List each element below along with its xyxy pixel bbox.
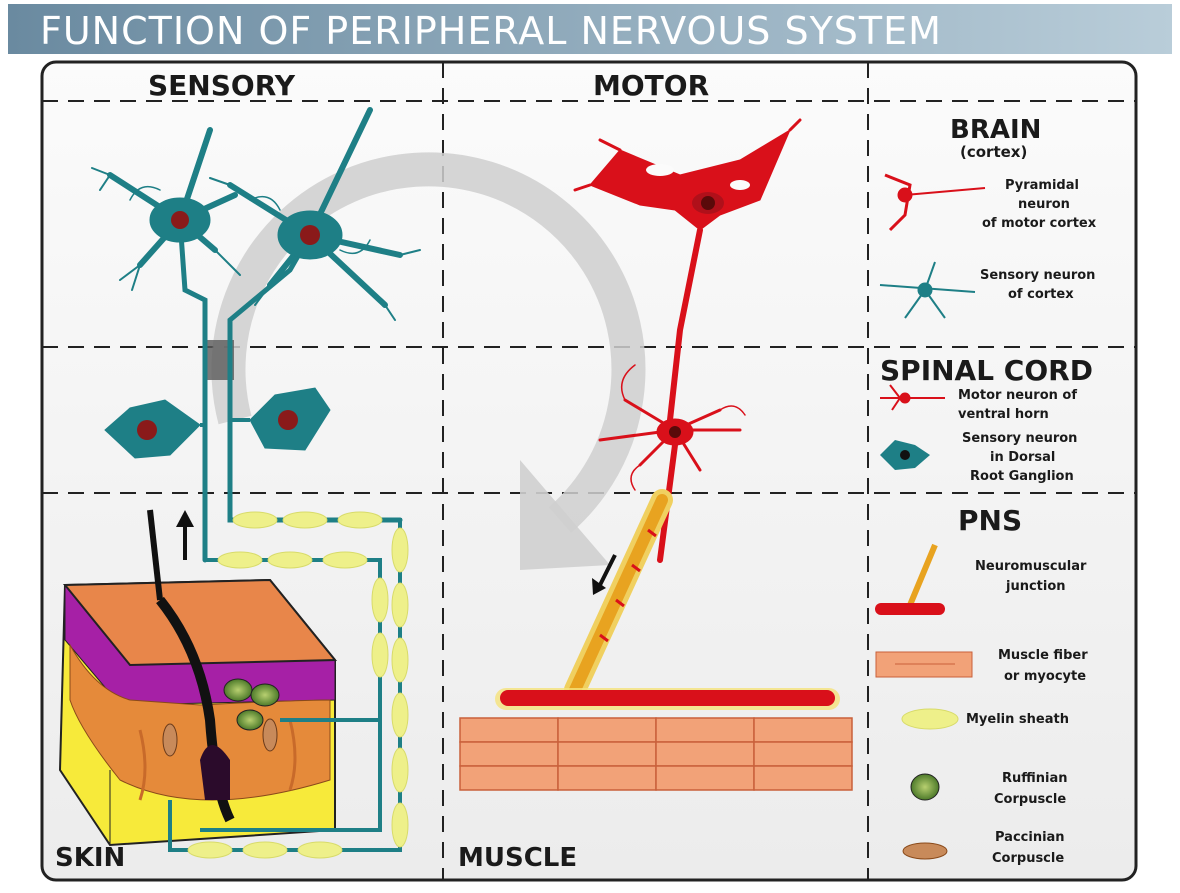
legend-paccinian-line1: Paccinian <box>995 830 1065 845</box>
legend-ruffinian-line1: Ruffinian <box>1002 771 1068 786</box>
legend-brain-subheading: (cortex) <box>960 143 1027 161</box>
page-title: FUNCTION OF PERIPHERAL NERVOUS SYSTEM <box>40 9 942 53</box>
sensory-column-label: SENSORY <box>148 69 296 102</box>
legend-pns-heading: PNS <box>958 504 1022 537</box>
skin-region-label: SKIN <box>55 843 125 873</box>
muscle-region-label: MUSCLE <box>458 843 577 873</box>
legend-motor-ventral-line2: ventral horn <box>958 407 1049 422</box>
legend-paccinian-icon <box>903 843 947 859</box>
legend-pyramidal-line2: neuron <box>1018 197 1070 212</box>
legend-ruffinian-line2: Corpuscle <box>994 792 1066 807</box>
legend-muscle-fiber-line2: or myocyte <box>1004 669 1086 684</box>
legend-spinal-cord-heading: SPINAL CORD <box>880 354 1093 387</box>
legend-muscle-fiber-line1: Muscle fiber <box>998 648 1088 663</box>
legend-pyramidal-line3: of motor cortex <box>982 216 1097 231</box>
legend-sensory-cortex-line1: Sensory neuron <box>980 268 1095 283</box>
legend-pyramidal-line1: Pyramidal <box>1005 178 1079 193</box>
motor-column-label: MOTOR <box>593 69 709 102</box>
legend-motor-ventral-line1: Motor neuron of <box>958 388 1077 403</box>
legend-myelin-label: Myelin sheath <box>966 712 1069 727</box>
legend-drg-line2: in Dorsal <box>990 450 1055 465</box>
legend-brain-heading: BRAIN <box>950 115 1041 145</box>
legend-ruffinian-icon <box>911 774 939 800</box>
muscle-fibers <box>460 718 852 790</box>
legend-nmj-line2: junction <box>1005 579 1066 594</box>
legend-drg-line1: Sensory neuron <box>962 431 1077 446</box>
neuromuscular-junction <box>495 688 840 710</box>
legend-nmj-line1: Neuromuscular <box>975 559 1087 574</box>
legend-muscle-fiber-icon <box>876 652 972 677</box>
legend-paccinian-line2: Corpuscle <box>992 851 1064 866</box>
legend-drg-line3: Root Ganglion <box>970 469 1074 484</box>
legend-myelin-icon <box>902 709 958 729</box>
legend-sensory-cortex-line2: of cortex <box>1008 287 1074 302</box>
